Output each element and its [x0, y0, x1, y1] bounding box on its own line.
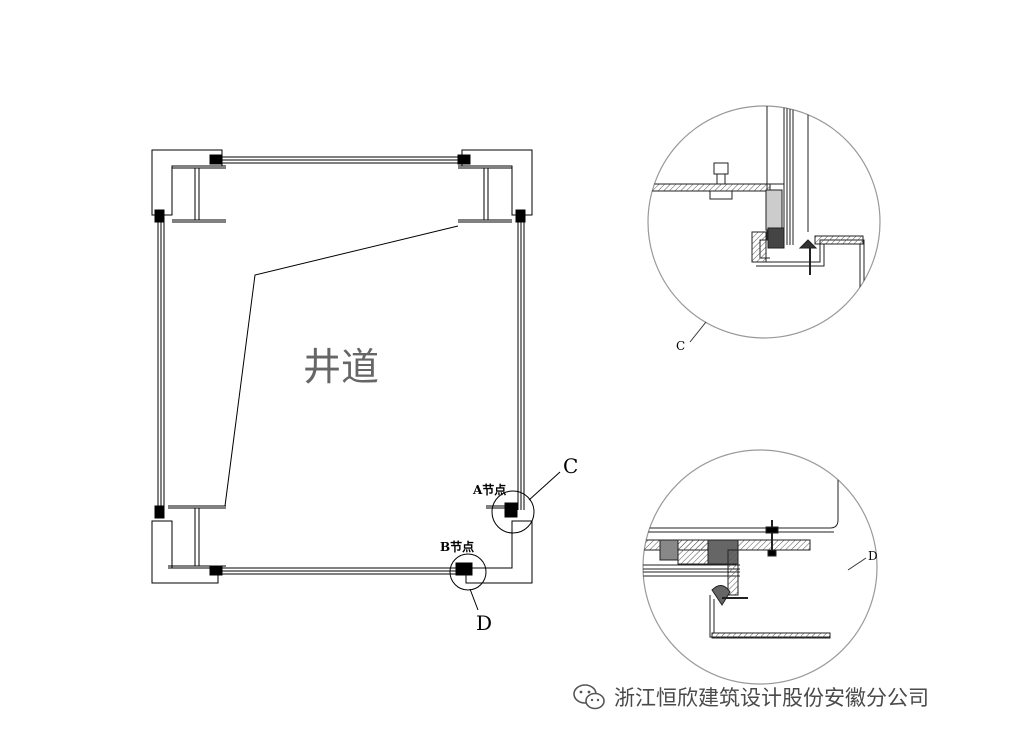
detail-d-label: D	[868, 549, 878, 563]
steel-column-top-left	[172, 165, 226, 223]
corner-block-bottom-right	[465, 520, 533, 584]
glass-wall-right	[517, 220, 525, 510]
glass-wall-left	[157, 220, 165, 515]
leader-line-c	[528, 471, 561, 501]
shaft-label: 井道	[303, 345, 379, 389]
callout-d-label: D	[476, 611, 492, 635]
corner-block-top-right	[461, 149, 533, 216]
shaft-plan	[151, 149, 561, 611]
node-a-label: A节点	[472, 482, 506, 497]
watermark: 浙江恒欣建筑设计股份安徽分公司	[572, 680, 929, 714]
corner-block-bottom-left	[151, 520, 219, 584]
detail-c-circle	[647, 105, 881, 339]
node-b-label: B节点	[440, 539, 474, 554]
detail-d-circle	[642, 449, 878, 685]
wechat-icon	[572, 682, 606, 712]
steel-column-top-right	[458, 165, 512, 223]
detail-c-label: C	[676, 339, 685, 353]
glass-wall-top	[220, 156, 462, 164]
callout-c-label: C	[563, 454, 578, 478]
detail-d: D	[642, 449, 878, 685]
callout-circle-c	[491, 490, 535, 534]
shaft-outline	[224, 225, 459, 507]
detail-d-leader	[847, 557, 867, 571]
watermark-text: 浙江恒欣建筑设计股份安徽分公司	[614, 686, 929, 710]
frame-connectors	[154, 154, 526, 576]
steel-column-bottom-left	[168, 505, 226, 569]
leader-line-d	[469, 588, 479, 611]
glass-wall-bottom	[220, 567, 462, 575]
detail-c-leader	[689, 321, 707, 343]
callout-circle-d	[449, 553, 487, 591]
detail-c: C	[647, 105, 881, 353]
